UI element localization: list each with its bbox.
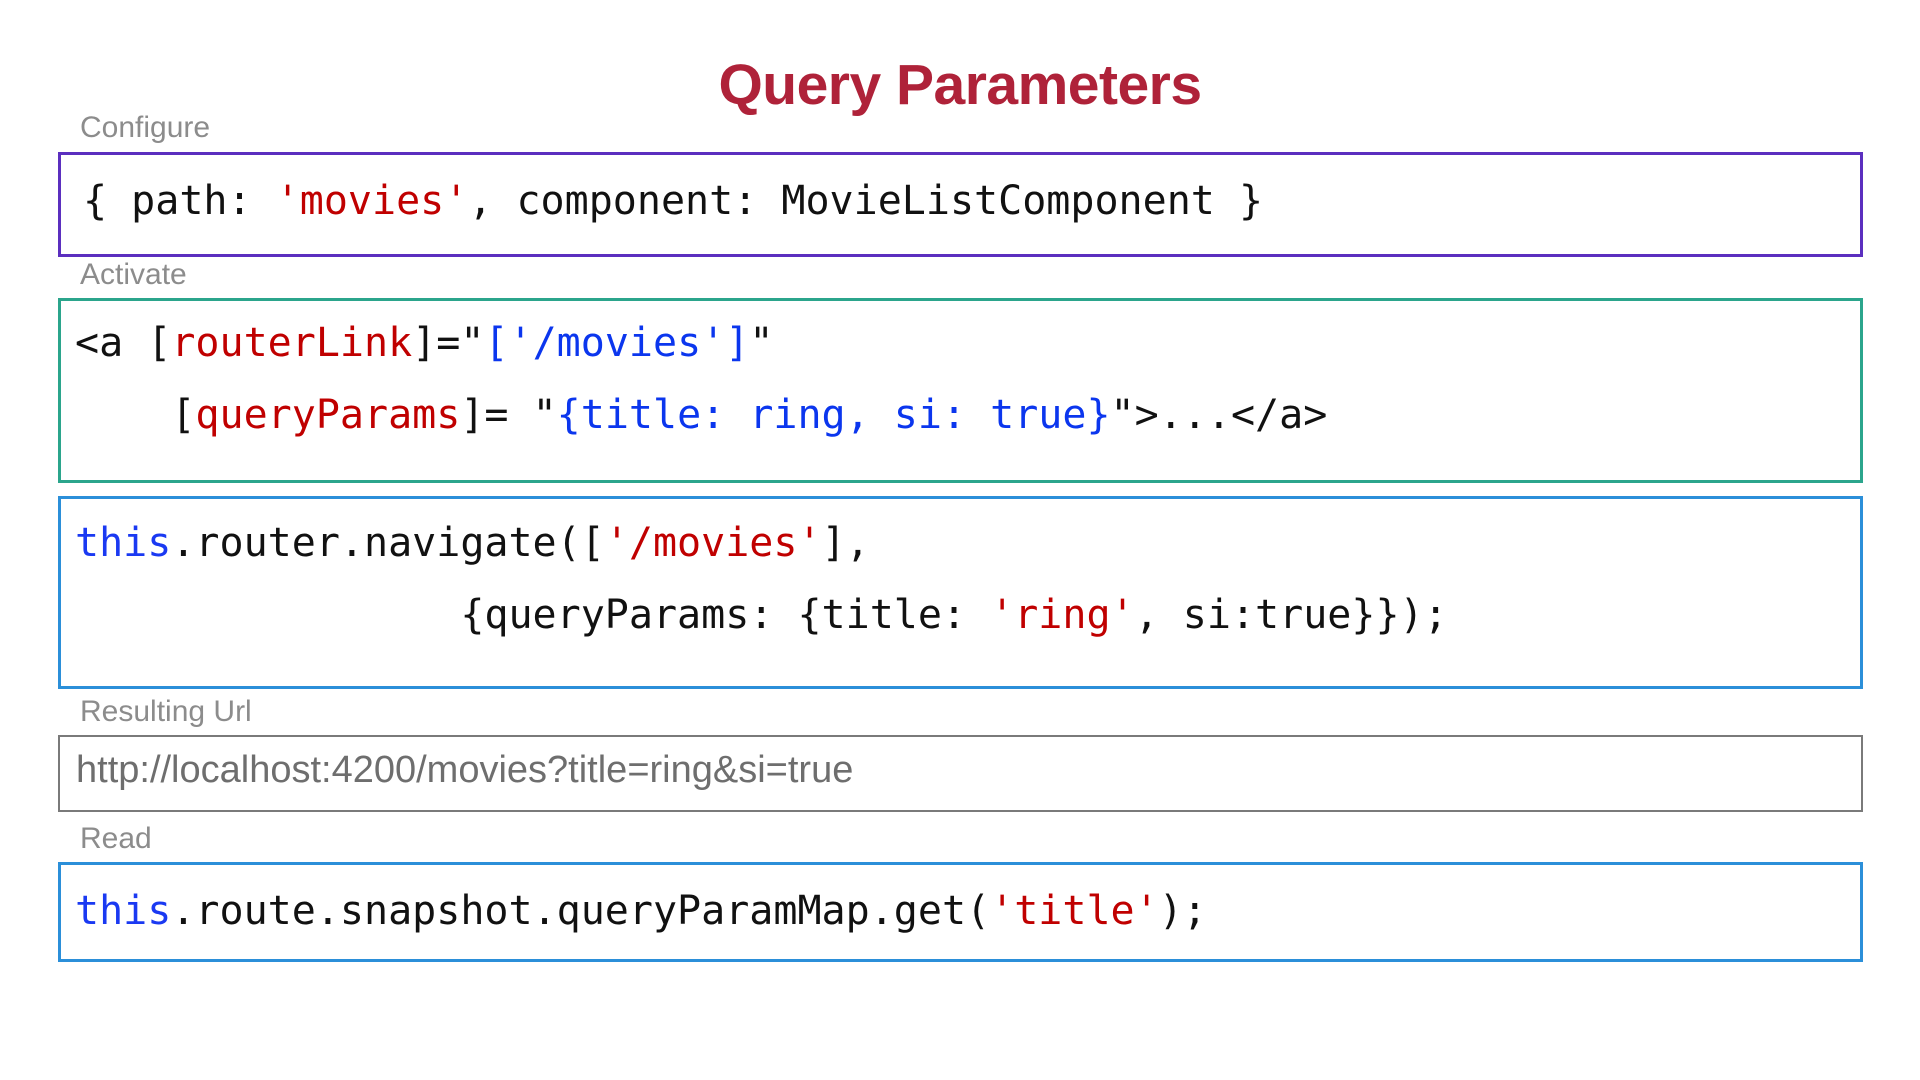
- code-token: , component: MovieListComponent }: [468, 178, 1264, 224]
- code-token: {queryParams: {title:: [75, 592, 991, 638]
- caption-resulting-url: Resulting Url: [80, 695, 252, 728]
- code-box-configure: { path: 'movies', component: MovieListCo…: [58, 152, 1863, 257]
- code-line-activate-1: <a [routerLink]="['/movies']": [75, 323, 773, 363]
- page-title: Query Parameters: [718, 53, 1202, 117]
- code-token: );: [1158, 888, 1207, 934]
- code-token: {title: ring, si: true}: [556, 392, 1111, 438]
- code-token: ": [749, 320, 774, 366]
- code-token: <a [: [75, 320, 172, 366]
- code-token: { path:: [83, 178, 276, 224]
- code-box-activate: <a [routerLink]="['/movies']" [queryPara…: [58, 298, 1863, 483]
- code-token: .route.snapshot.queryParamMap.get(: [171, 888, 991, 934]
- code-token: routerLink: [171, 320, 413, 366]
- caption-read: Read: [80, 822, 152, 855]
- code-box-navigate: this.router.navigate(['/movies'], {query…: [58, 496, 1863, 689]
- code-box-read: this.route.snapshot.queryParamMap.get('t…: [58, 862, 1863, 962]
- code-token: ['/movies']: [484, 320, 750, 366]
- caption-activate: Activate: [80, 258, 187, 291]
- code-token: ],: [821, 520, 870, 566]
- code-token: queryParams: [195, 392, 461, 438]
- code-line-navigate-1: this.router.navigate(['/movies'],: [75, 523, 870, 563]
- code-token: '/movies': [604, 520, 822, 566]
- resulting-url-text: http://localhost:4200/movies?title=ring&…: [76, 749, 854, 791]
- caption-configure: Configure: [80, 111, 211, 144]
- code-token: 'movies': [275, 178, 469, 224]
- code-token: 'title': [990, 888, 1159, 934]
- code-token: [: [75, 392, 196, 438]
- code-token: this: [75, 888, 172, 934]
- code-token: ]=": [412, 320, 485, 366]
- code-token: , si:true}});: [1134, 592, 1448, 638]
- code-line-configure-1: { path: 'movies', component: MovieListCo…: [83, 181, 1263, 221]
- code-line-activate-2: [queryParams]= "{title: ring, si: true}"…: [75, 395, 1327, 435]
- code-token: .router.navigate([: [171, 520, 605, 566]
- resulting-url-box: http://localhost:4200/movies?title=ring&…: [58, 735, 1863, 812]
- code-token: ]= ": [460, 392, 557, 438]
- code-line-read-1: this.route.snapshot.queryParamMap.get('t…: [75, 891, 1207, 931]
- code-token: ">...</a>: [1110, 392, 1328, 438]
- code-line-navigate-2: {queryParams: {title: 'ring', si:true}})…: [75, 592, 1448, 638]
- code-token: 'ring': [990, 592, 1135, 638]
- code-token: this: [75, 520, 172, 566]
